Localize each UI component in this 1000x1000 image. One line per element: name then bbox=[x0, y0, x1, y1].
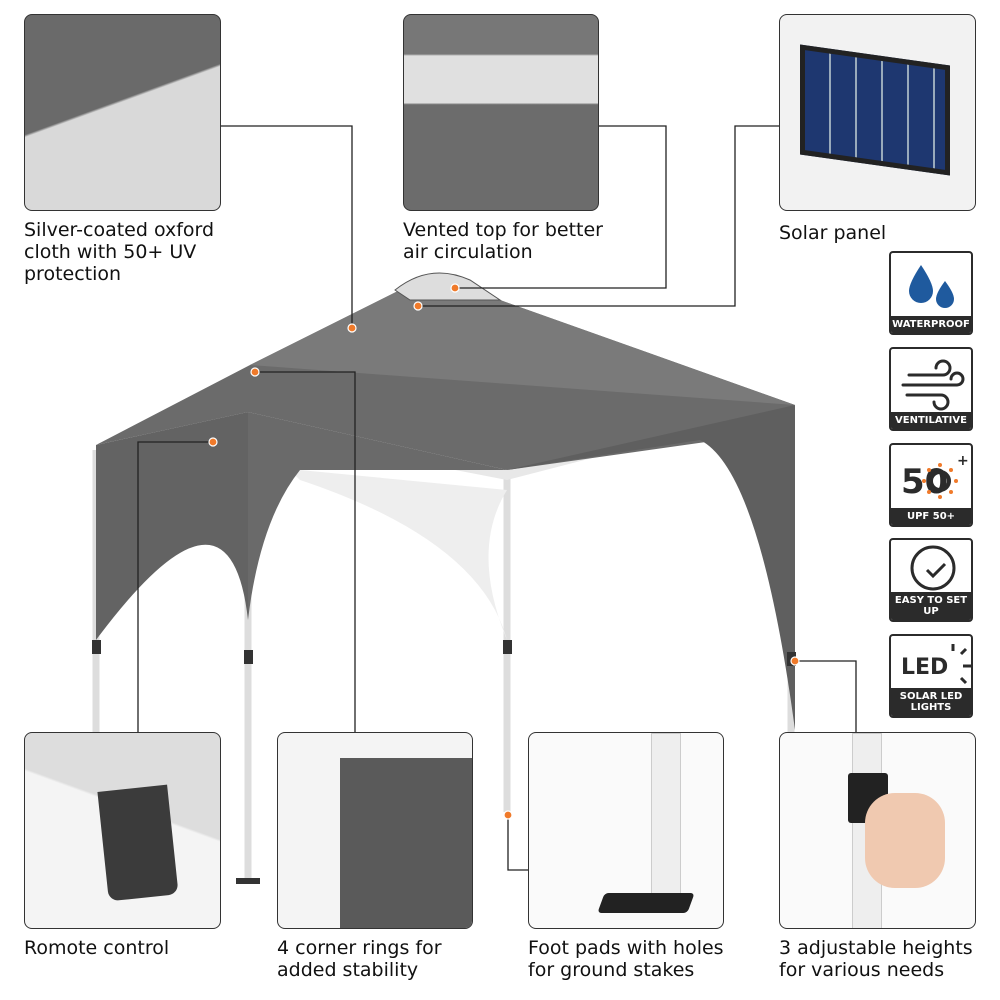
wind-icon bbox=[901, 359, 965, 411]
clock-icon bbox=[910, 545, 956, 591]
badge-label: UPF 50+ bbox=[891, 508, 971, 525]
badge-label: VENTILATIVE bbox=[891, 412, 971, 429]
remote-photo bbox=[24, 732, 221, 929]
solar-photo bbox=[779, 14, 976, 211]
badge-label: EASY TO SET UP bbox=[891, 592, 971, 620]
led-text: LED bbox=[901, 655, 948, 680]
fabric-caption: Silver-coated oxford cloth with 50+ UV p… bbox=[24, 219, 215, 285]
corner-rings-photo bbox=[277, 732, 473, 929]
led-icon: LED bbox=[901, 644, 971, 685]
fabric-photo bbox=[24, 14, 221, 211]
foot-pads-caption: Foot pads with holes for ground stakes bbox=[528, 937, 724, 981]
badge-ventilative: VENTILATIVE bbox=[889, 347, 973, 431]
upf-sun-icon: 50+ bbox=[901, 453, 969, 502]
vent-photo bbox=[403, 14, 599, 211]
badge-waterproof: WATERPROOF bbox=[889, 251, 973, 335]
foot-pads-photo bbox=[528, 732, 724, 929]
remote-caption: Romote control bbox=[24, 937, 170, 959]
solar-caption: Solar panel bbox=[779, 222, 887, 244]
adjustable-heights-caption: 3 adjustable heights for various needs bbox=[779, 937, 973, 981]
badge-easy-setup: EASY TO SET UP bbox=[889, 538, 973, 622]
callout-dots bbox=[208, 283, 800, 820]
svg-text:+: + bbox=[957, 453, 969, 469]
badge-label: SOLAR LED LIGHTS bbox=[891, 688, 971, 716]
badge-upf: 50+ UPF 50+ bbox=[889, 443, 973, 527]
water-drops-icon bbox=[909, 265, 954, 308]
vent-caption: Vented top for better air circulation bbox=[403, 219, 603, 263]
adjustable-heights-photo bbox=[779, 732, 976, 929]
badge-solar-led: LED SOLAR LED LIGHTS bbox=[889, 634, 973, 718]
badge-label: WATERPROOF bbox=[891, 316, 971, 333]
corner-rings-caption: 4 corner rings for added stability bbox=[277, 937, 442, 981]
